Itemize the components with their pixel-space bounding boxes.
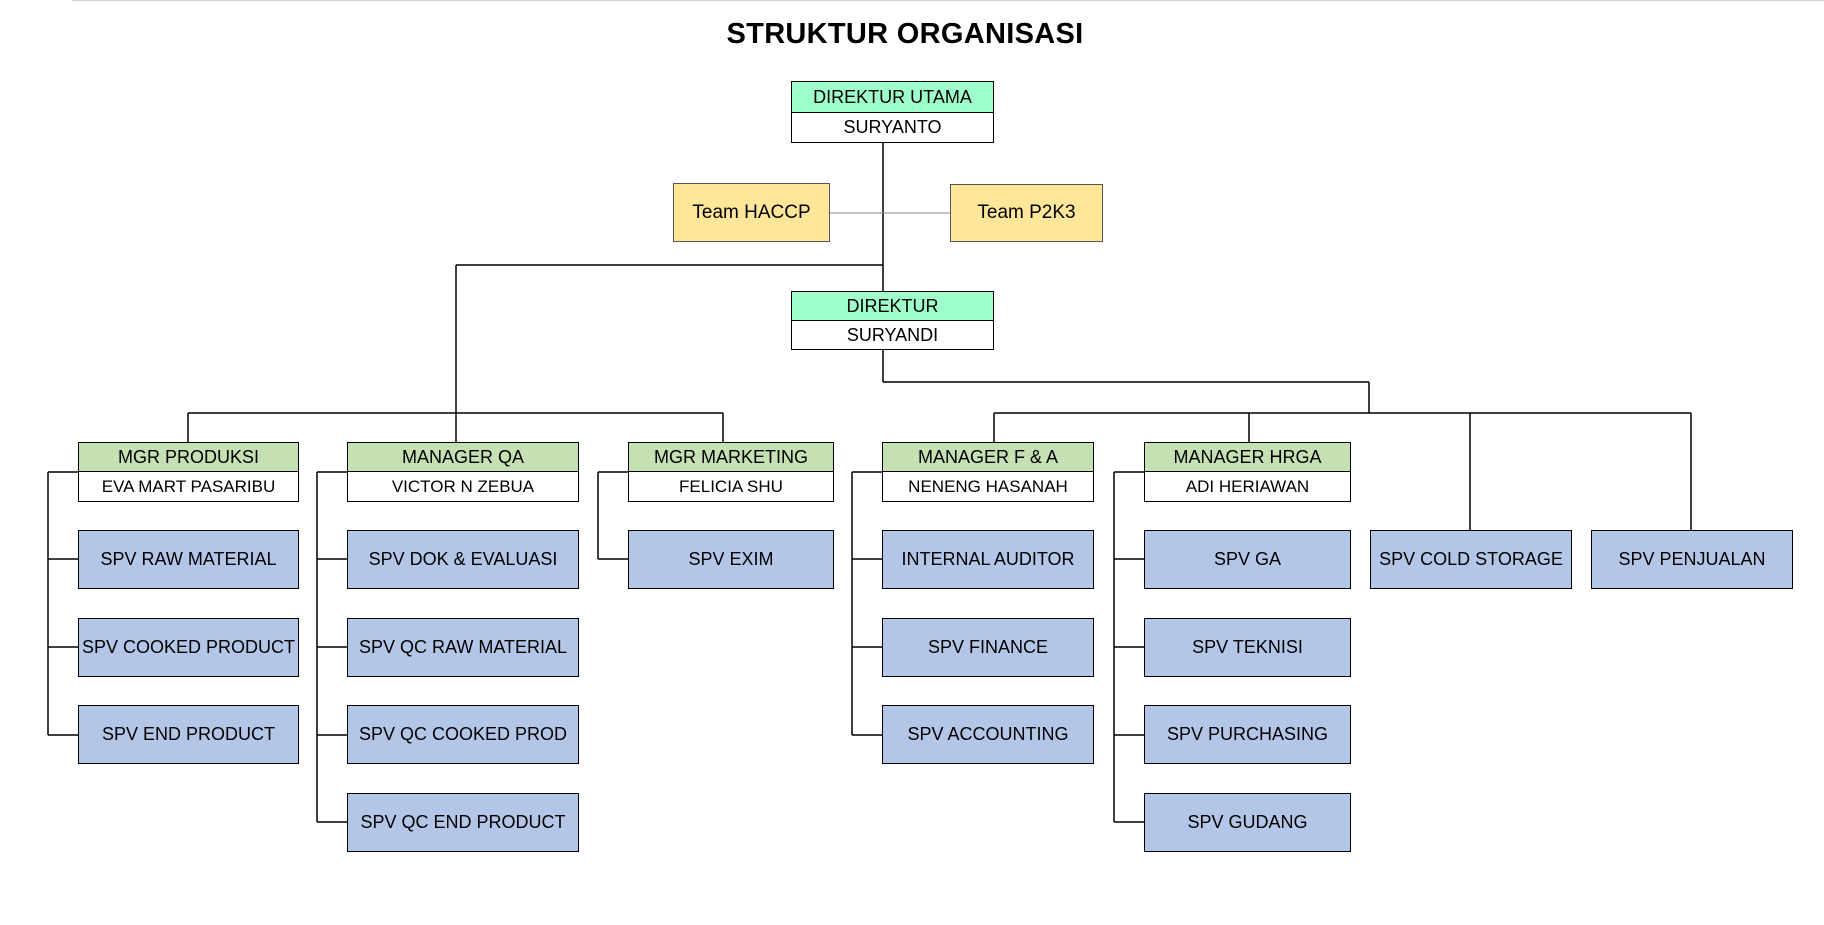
- spv-penjualan-box: SPV PENJUALAN: [1591, 530, 1793, 589]
- supervisor-box: INTERNAL AUDITOR: [882, 530, 1094, 589]
- direktur-name: SURYANDI: [791, 320, 994, 350]
- supervisor-box: SPV COOKED PRODUCT: [78, 618, 299, 677]
- manager-marketing-role: MGR MARKETING: [628, 442, 834, 472]
- page-title: STRUKTUR ORGANISASI: [726, 18, 1084, 50]
- supervisor-box: SPV QC RAW MATERIAL: [347, 618, 579, 677]
- supervisor-box: SPV DOK & EVALUASI: [347, 530, 579, 589]
- supervisor-box: SPV QC COOKED PROD: [347, 705, 579, 764]
- direktur-utama-role: DIREKTUR UTAMA: [791, 81, 994, 113]
- direktur-role: DIREKTUR: [791, 291, 994, 321]
- manager-qa-name: VICTOR N ZEBUA: [347, 471, 579, 502]
- manager-fa-role: MANAGER F & A: [882, 442, 1094, 472]
- manager-qa-role: MANAGER QA: [347, 442, 579, 472]
- team-p2k3-box: Team P2K3: [950, 184, 1103, 242]
- manager-fa-name: NENENG HASANAH: [882, 471, 1094, 502]
- supervisor-box: SPV PURCHASING: [1144, 705, 1351, 764]
- supervisor-box: SPV RAW MATERIAL: [78, 530, 299, 589]
- spv-cold-storage-box: SPV COLD STORAGE: [1370, 530, 1572, 589]
- manager-hrga-role: MANAGER HRGA: [1144, 442, 1351, 472]
- supervisor-box: SPV GA: [1144, 530, 1351, 589]
- manager-produksi-role: MGR PRODUKSI: [78, 442, 299, 472]
- manager-marketing-name: FELICIA SHU: [628, 471, 834, 502]
- supervisor-box: SPV EXIM: [628, 530, 834, 589]
- supervisor-box: SPV END PRODUCT: [78, 705, 299, 764]
- supervisor-box: SPV QC END PRODUCT: [347, 793, 579, 852]
- team-haccp-box: Team HACCP: [673, 183, 830, 242]
- supervisor-box: SPV TEKNISI: [1144, 618, 1351, 677]
- manager-produksi-name: EVA MART PASARIBU: [78, 471, 299, 502]
- top-divider: [72, 0, 1824, 1]
- supervisor-box: SPV FINANCE: [882, 618, 1094, 677]
- manager-hrga-name: ADI HERIAWAN: [1144, 471, 1351, 502]
- supervisor-box: SPV GUDANG: [1144, 793, 1351, 852]
- direktur-utama-name: SURYANTO: [791, 112, 994, 143]
- supervisor-box: SPV ACCOUNTING: [882, 705, 1094, 764]
